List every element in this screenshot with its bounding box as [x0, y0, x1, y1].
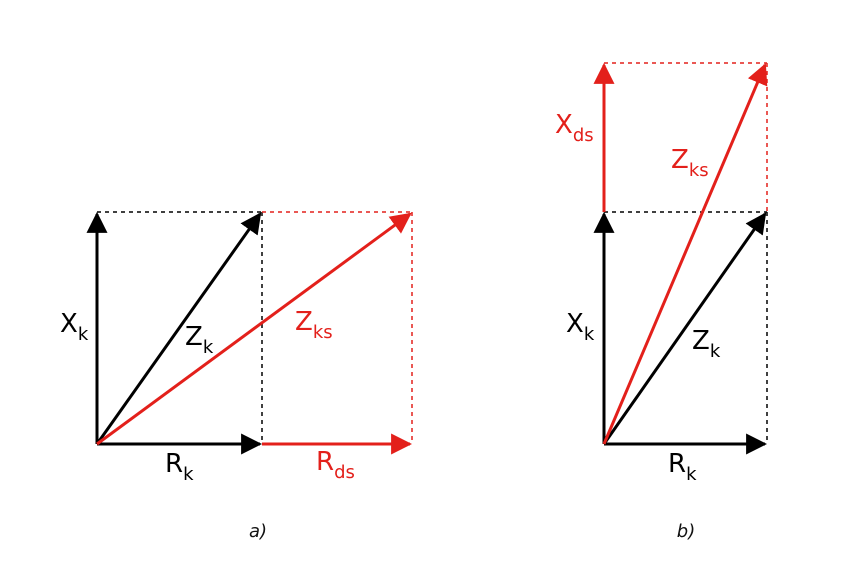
b-xds-label: Xds	[555, 110, 594, 146]
b-zks-label: Zks	[671, 145, 709, 181]
b-xk-label: Xk	[566, 309, 595, 345]
panel-b: Xds Zks Xk Zk Rk b)	[555, 62, 768, 542]
a-caption: a)	[249, 521, 267, 542]
a-zk-label: Zk	[185, 322, 214, 358]
a-zks-label: Zks	[295, 307, 333, 343]
b-zk-vector	[602, 212, 767, 445]
b-zk-label: Zk	[692, 326, 721, 362]
a-zks-vector	[96, 212, 412, 446]
a-rds-label: Rds	[316, 447, 355, 483]
b-rk-label: Rk	[668, 449, 697, 485]
panel-a: Xk Zk Zks Rk Rds a)	[60, 211, 413, 542]
b-zks-vector	[602, 63, 768, 445]
a-rk-label: Rk	[165, 449, 194, 485]
a-zk-vector	[95, 212, 262, 445]
a-xk-label: Xk	[60, 309, 89, 345]
b-caption: b)	[677, 521, 695, 542]
